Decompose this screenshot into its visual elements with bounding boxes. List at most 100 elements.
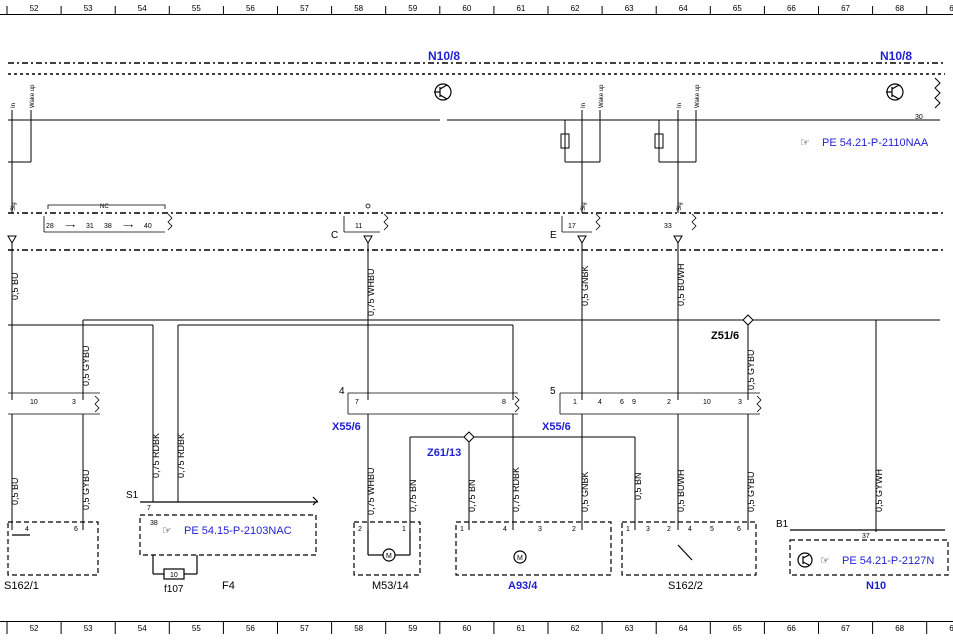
pin-40: 40: [144, 223, 152, 230]
n10-8-right-label[interactable]: N10/8: [880, 49, 912, 63]
motor-icon: M: [517, 555, 523, 562]
f107-label[interactable]: f107: [164, 584, 184, 595]
pin-4: 4: [598, 399, 602, 406]
sig-label: Sig: [581, 202, 587, 211]
sig-label: Sig: [11, 202, 17, 211]
grid-column-number: 61: [516, 4, 525, 13]
n10-8-right-zigzag: [934, 77, 941, 109]
s162-2-box: [621, 521, 757, 576]
grid-column-number: 56: [246, 4, 255, 13]
wire-label: 0,5 GYBU: [81, 345, 91, 386]
wire-label: 0,5 BU: [10, 272, 20, 300]
pin-3: 3: [738, 399, 742, 406]
a93-4-label[interactable]: A93/4: [508, 580, 538, 592]
reference-2110naa-text[interactable]: PE 54.21-P-2110NAA: [822, 137, 929, 149]
pin-4: 4: [503, 526, 507, 533]
pointing-hand-icon: ☞: [820, 555, 830, 567]
wire-label: 0,75 BN: [467, 479, 477, 512]
pin-wake-up-label: Wake up: [695, 84, 701, 108]
grid-column-number: 64: [679, 624, 688, 633]
pin-6: 6: [74, 526, 78, 533]
grid-column-number: 65: [733, 4, 742, 13]
connector-5: 5: [550, 386, 556, 397]
pin-2: 2: [667, 526, 671, 533]
pointing-hand-icon: ☞: [162, 525, 172, 537]
s162-1-label[interactable]: S162/1: [4, 580, 39, 592]
nc-bracket: [43, 204, 173, 233]
pin-33-group: [691, 213, 697, 231]
f4-label[interactable]: F4: [222, 580, 235, 592]
main-wires: [8, 243, 940, 532]
pin-11-group: [343, 203, 389, 233]
pin-31: 31: [86, 223, 94, 230]
grid-column-number: 60: [462, 4, 471, 13]
reference-2103nac[interactable]: ☞ PE 54.15-P-2103NAC: [162, 525, 292, 537]
s1-box: [139, 496, 318, 580]
grid-column-number: 54: [138, 4, 147, 13]
pin-4: 4: [688, 526, 692, 533]
n10-8-module-border: [8, 62, 945, 75]
grid-column-number: 66: [787, 4, 796, 13]
grid-column-number: 57: [300, 624, 309, 633]
pin-in-label: In: [11, 103, 17, 108]
pin-wake-up-label: Wake up: [30, 84, 36, 108]
pin-1: 1: [626, 526, 630, 533]
pin-7: 7: [355, 399, 359, 406]
x55-6-left-label[interactable]: X55/6: [332, 421, 361, 433]
wire-label: 0,75 WHBU: [366, 268, 376, 316]
grid-column-number: 66: [787, 624, 796, 633]
wire-label: 0,75 RDBK: [511, 467, 521, 512]
pin-1: 1: [573, 399, 577, 406]
n10-label[interactable]: N10: [866, 580, 886, 592]
s162-2-label[interactable]: S162/2: [668, 580, 703, 592]
reference-2127n[interactable]: ☞ PE 54.21-P-2127N: [820, 555, 934, 567]
connector-4: 4: [339, 386, 345, 397]
wire-label: 0,5 GYWH: [874, 469, 884, 512]
z51-6-label[interactable]: Z51/6: [711, 330, 739, 342]
pin-3: 3: [72, 399, 76, 406]
connector-row-x55-6-b: [559, 392, 762, 415]
pin-11: 11: [355, 223, 362, 230]
pin-in-label: In: [677, 103, 683, 108]
grid-column-number: 63: [625, 624, 634, 633]
wire-label: 0,5 BU: [10, 477, 20, 505]
reference-2103nac-text[interactable]: PE 54.15-P-2103NAC: [184, 525, 292, 537]
pin-10: 10: [703, 399, 711, 406]
grid-column-number: 59: [408, 4, 417, 13]
pin-7: 7: [147, 505, 151, 512]
pin-33: 33: [664, 223, 672, 230]
reference-2110naa[interactable]: ☞ PE 54.21-P-2110NAA: [800, 137, 929, 149]
motor-icon: M: [386, 553, 392, 560]
wire-label: 0,75 WHBU: [366, 467, 376, 515]
reference-2127n-text[interactable]: PE 54.21-P-2127N: [842, 555, 934, 567]
pin-2: 2: [358, 526, 362, 533]
grid-column-number: 68: [895, 624, 904, 633]
bottom-grid-columns: 525354555657585960616263646566676869: [6, 621, 953, 634]
pin-in-label: In: [581, 103, 587, 108]
grid-column-number: 57: [300, 4, 309, 13]
sig-row-border: [8, 212, 945, 251]
s162-1-box: [7, 521, 99, 576]
x55-6-right-label[interactable]: X55/6: [542, 421, 571, 433]
wire-label: 0,5 BUWH: [676, 469, 686, 512]
z51-6-splice: [742, 314, 754, 326]
grid-column-number: 58: [354, 624, 363, 633]
grid-column-number: 54: [138, 624, 147, 633]
grid-column-number: 55: [192, 4, 201, 13]
s1-label[interactable]: S1: [126, 490, 139, 501]
pin-9: 9: [632, 399, 636, 406]
pin-5: 5: [710, 526, 714, 533]
grid-column-number: 62: [571, 624, 580, 633]
grid-column-number: 68: [895, 4, 904, 13]
connector-row-x55-6-a: [347, 392, 520, 415]
pin-6: 6: [620, 399, 624, 406]
z61-13-label[interactable]: Z61/13: [427, 447, 461, 459]
b1-label[interactable]: B1: [776, 519, 789, 530]
n10-8-left-label[interactable]: N10/8: [428, 49, 460, 63]
pin-28: 28: [46, 223, 54, 230]
grid-column-number: 69: [949, 624, 953, 633]
z61-13-splice: [463, 431, 475, 443]
pin-wake-up-label: Wake up: [599, 84, 605, 108]
m53-14-label[interactable]: M53/14: [372, 580, 409, 592]
